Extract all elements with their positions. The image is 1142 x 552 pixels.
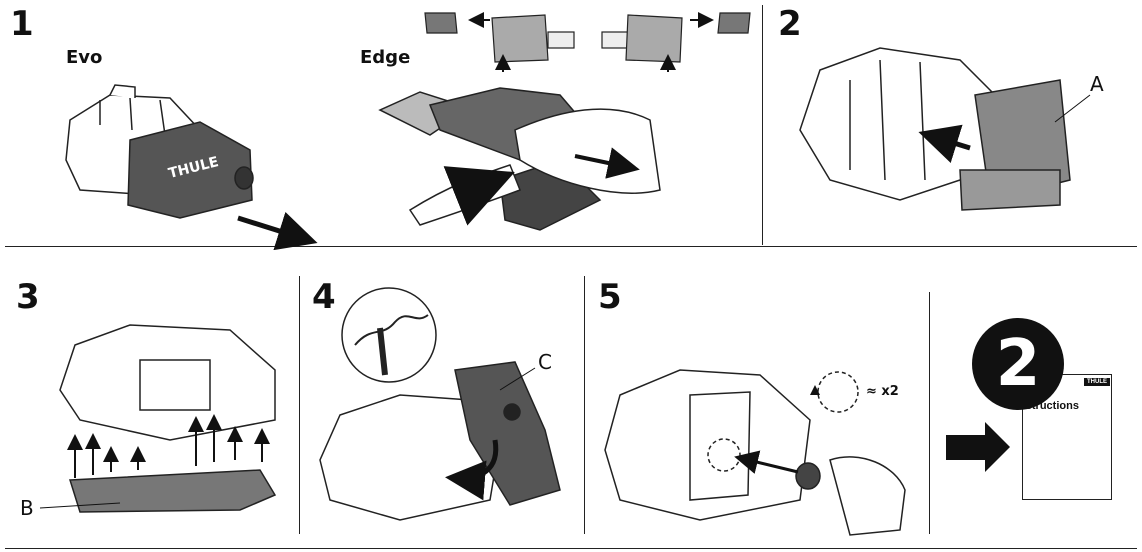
row-divider-top [5,246,1137,247]
step4-foot-drawing [319,361,561,521]
label-a: A [1090,72,1104,96]
edge-foot-drawing [378,87,661,231]
evo-pull-arrow [237,211,318,251]
divider-step1-step2 [762,5,763,245]
reference-step-badge: 2 [972,318,1064,410]
step5-small-triangle [810,385,820,395]
row-divider-bottom [5,548,1137,549]
step-1-number: 1 [10,4,34,44]
edge-clip-inset-left [424,12,575,72]
step3-up-arrows [67,414,270,478]
label-c: C [538,350,552,374]
reference-arrow [946,422,1010,472]
evo-label: Evo [66,47,103,68]
step-5-number: 5 [598,277,622,317]
reference-brand: THULE [1084,378,1110,386]
step4-rotate-arrow [445,439,499,501]
step-3-number: 3 [16,277,40,317]
divider-step4-step5 [584,276,585,534]
step3-label-b-leader [39,502,121,509]
step2-insert-arrow [918,124,971,163]
step5-insert-arrow [734,450,799,474]
edge-clip-inset-right [601,12,751,72]
step2-foot-drawing [799,47,1071,211]
step5-foot-drawing [604,369,906,536]
divider-step5-reference [929,292,930,534]
step4-detail-circle [341,287,437,383]
step3-foot-drawing [59,324,277,513]
step-2-number: 2 [778,4,802,44]
step4-label-c-leader [499,367,536,391]
edge-pull-arrow [574,147,640,179]
step2-label-a-leader [1054,94,1091,123]
repeat-multiplier: ≈ x2 [866,384,899,399]
divider-step3-step4 [299,276,300,534]
label-b: B [20,496,34,520]
edge-label: Edge [360,47,411,68]
evo-foot-drawing [65,84,254,219]
step-4-number: 4 [312,277,336,317]
edge-push-arrow [443,166,515,226]
